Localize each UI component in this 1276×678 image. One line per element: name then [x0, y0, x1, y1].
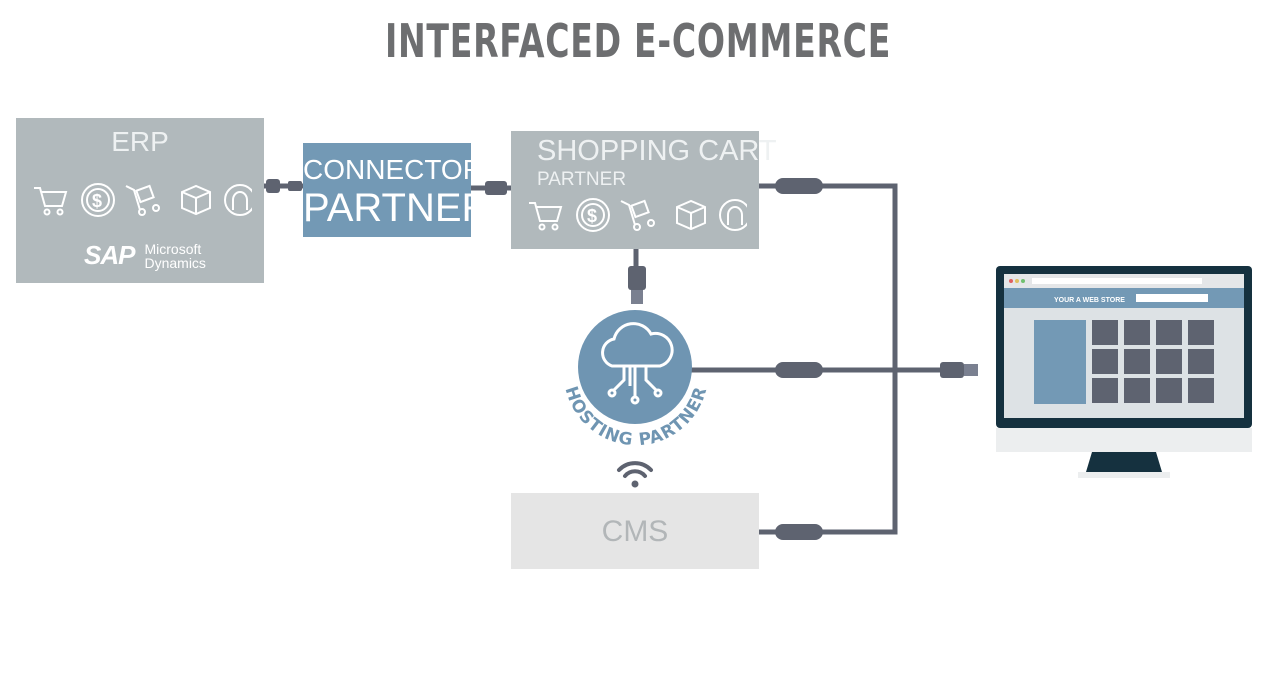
tablet-icon	[1092, 320, 1118, 345]
webstore-search	[1136, 294, 1208, 302]
cms-box: CMS	[511, 493, 759, 569]
person-icon	[224, 184, 252, 216]
erp-label: ERP	[111, 126, 169, 157]
keyboard-icon	[1156, 320, 1182, 345]
svg-text:$: $	[92, 191, 102, 211]
shopping-cart-label: SHOPPING CART	[537, 135, 777, 167]
monitor-icon	[1092, 349, 1118, 374]
webstore-title: YOUR A WEB STORE	[1054, 297, 1125, 304]
microphone-icon	[1124, 378, 1150, 403]
hand-truck-icon	[620, 199, 655, 231]
shopping-cart-sublabel: PARTNER	[537, 169, 627, 190]
webstore-category-list	[1034, 320, 1086, 404]
speaker-icon	[1188, 378, 1214, 403]
cart-icon	[34, 187, 68, 216]
shopping-cart-partner-box: SHOPPING CART PARTNER $	[511, 131, 777, 249]
svg-text:$: $	[587, 206, 597, 226]
connector-partner-box: CONNECTOR PARTNER	[303, 143, 491, 237]
mouse-icon	[1188, 320, 1214, 345]
box-icon	[181, 184, 211, 216]
cms-label: CMS	[601, 515, 669, 548]
cloud-circuit-icon	[601, 322, 674, 405]
camera-icon	[1188, 349, 1214, 374]
dollar-icon	[576, 198, 610, 232]
hand-truck-icon	[125, 184, 160, 216]
person-icon	[719, 199, 747, 231]
sap-logo: SAP	[84, 240, 135, 270]
shopping-cart-icons: $	[529, 198, 747, 232]
monitor-stand	[1086, 452, 1162, 472]
erp-icons: $	[34, 183, 252, 217]
box-icon	[676, 199, 706, 231]
gamepad-icon	[1092, 378, 1118, 403]
webstore-header	[1004, 288, 1244, 308]
webstore-product-grid	[1092, 320, 1214, 403]
dollar-icon	[81, 183, 115, 217]
globe-icon	[1156, 378, 1182, 403]
diagram-title: INTERFACED E-COMMERCE	[384, 14, 892, 68]
monitor-chin	[996, 428, 1252, 452]
connector-label-line1: CONNECTOR	[303, 154, 483, 185]
laptop-icon	[1124, 320, 1150, 345]
monitor-webstore: YOUR A WEB STORE	[996, 266, 1252, 478]
wifi-icon	[617, 461, 653, 478]
phone-icon	[1156, 349, 1182, 374]
cart-icon	[529, 202, 563, 231]
headphones-icon	[1124, 349, 1150, 374]
connector-label-line2: PARTNER	[303, 186, 491, 230]
